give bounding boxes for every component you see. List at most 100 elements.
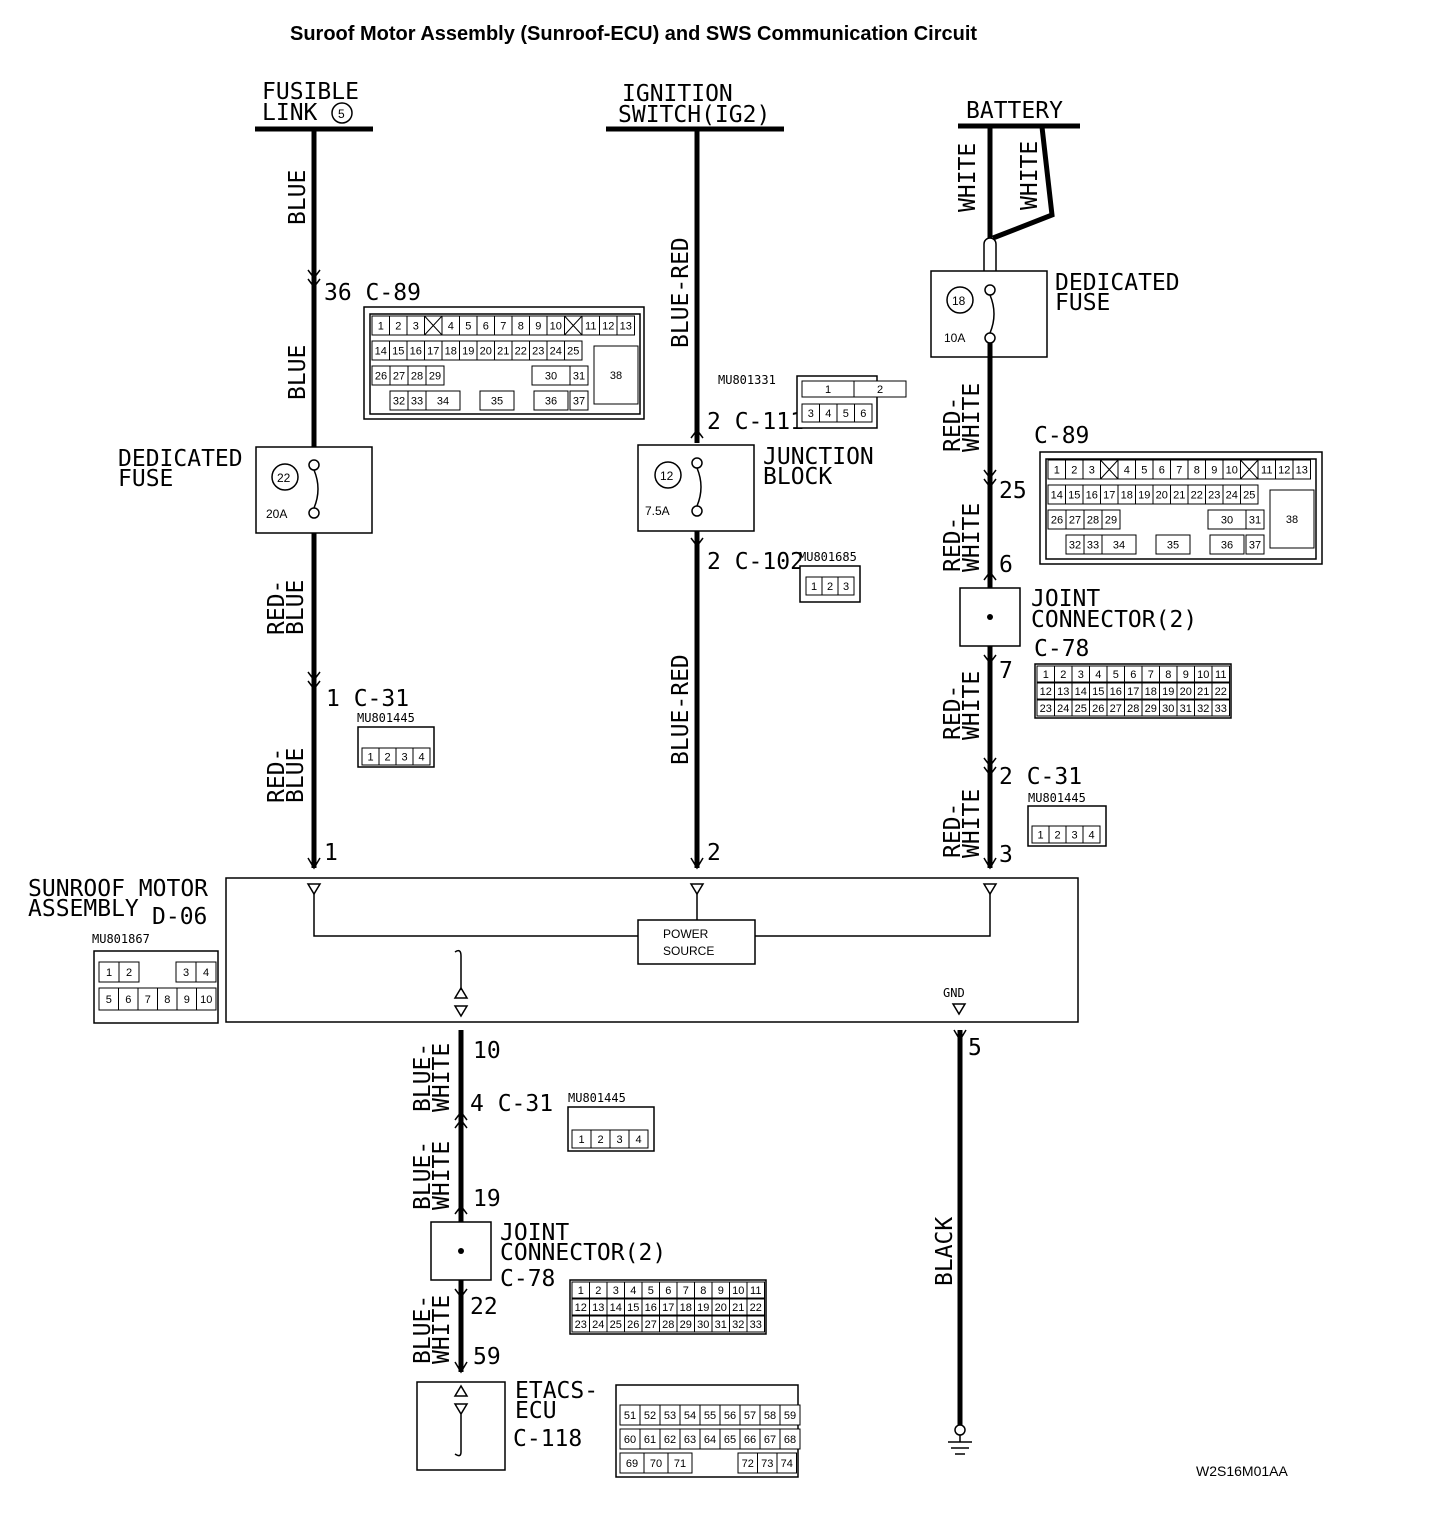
wire-label-white-4: WHITE: [959, 503, 985, 572]
c89b-pin-37-cell: [1245, 534, 1265, 555]
c89b-pin-11: 11: [1261, 465, 1272, 477]
c118-pin-69: 69: [626, 1458, 638, 1470]
connector-chevron-c78-b-in: [983, 570, 997, 581]
c78c-pin-25: 25: [610, 1319, 622, 1331]
c31a-pin-1: 1: [367, 752, 373, 764]
wire-label-white-5: WHITE: [959, 671, 985, 740]
gnd-label: GND: [943, 986, 965, 1000]
c111-pin-6-cell: [854, 403, 873, 423]
c89a-pin-16: 16: [410, 346, 422, 358]
c78c-pin-32: 32: [732, 1319, 744, 1331]
c89b-pin-18: 18: [1121, 490, 1133, 502]
c89b-pin-7: 7: [1176, 465, 1182, 477]
c118-pin-59-cell: [779, 1404, 801, 1426]
etacs-pin: 59: [473, 1344, 501, 1370]
c89a-pin-36-cell: [533, 390, 569, 411]
c78c-pin-29: 29: [680, 1319, 692, 1331]
c78c-pin-19: 19: [697, 1302, 709, 1314]
c89a-pin-25-cell: [564, 340, 583, 361]
etacs-bidirectional-icon: [453, 1384, 469, 1457]
c78c-pin-31: 31: [715, 1319, 727, 1331]
fuse-22-number: 22: [277, 471, 291, 485]
c78b-pin-12: 12: [1040, 686, 1052, 698]
fuse-22-label-2: FUSE: [118, 466, 173, 492]
fuse-12-amp: 7.5A: [645, 504, 670, 518]
connector-chevron-c31-a: [307, 671, 321, 691]
fuse-22-badge: [271, 463, 299, 491]
wire-label-white-7: WHITE: [429, 1043, 455, 1112]
sws-bidirectional-icon: [453, 986, 469, 1018]
c89a-pin-23: 23: [532, 346, 544, 358]
c118-pin-55: 55: [704, 1410, 716, 1422]
joint-connector-upper-label-2: CONNECTOR(2): [1031, 607, 1197, 633]
c89a-pin-36: 36: [545, 396, 557, 408]
d06-pin-8: 8: [164, 994, 170, 1006]
connector-chevron-c111: [690, 428, 704, 439]
c78c-pin-22-cell: [746, 1298, 765, 1316]
c31b-pin-3: 3: [1071, 830, 1077, 842]
c78c-pin-15: 15: [627, 1302, 639, 1314]
ignition-label-2: SWITCH(IG2): [618, 102, 770, 128]
c89a-pin-28: 28: [411, 371, 423, 383]
c78b-pin-19: 19: [1162, 686, 1174, 698]
c78b-pin-30: 30: [1162, 703, 1174, 715]
c78c-pin-4: 4: [630, 1285, 636, 1297]
c89a-pin-20: 20: [480, 346, 492, 358]
fusible-link-label-1: FUSIBLE: [262, 79, 359, 105]
connector-chevron-c31-b: [983, 757, 997, 777]
d06-pin-10-cell: [196, 987, 217, 1011]
d06-pin-3: 3: [183, 967, 189, 979]
c89b-pin-27: 27: [1069, 515, 1081, 527]
c78c-pin-8: 8: [700, 1285, 706, 1297]
c78c-pin-20: 20: [715, 1302, 727, 1314]
c78c-pin-23: 23: [575, 1319, 587, 1331]
c78c-pin-26: 26: [627, 1319, 639, 1331]
fuse-12-number: 12: [660, 469, 674, 483]
junction-block-label-1: JUNCTION: [763, 444, 874, 470]
wire-label-white-9: WHITE: [429, 1295, 455, 1364]
c89a-pin-6: 6: [483, 321, 489, 333]
c89a-pin-22: 22: [515, 346, 527, 358]
c31b-pin-2: 2: [1054, 830, 1060, 842]
c89b-pin-3: 3: [1089, 465, 1095, 477]
c118-pin-54: 54: [684, 1410, 696, 1422]
fuse-18-badge: [946, 286, 974, 314]
c118-pin-65: 65: [724, 1434, 736, 1446]
fuse-12-terminal-bottom: [691, 505, 703, 517]
c78c-pin-1: 1: [578, 1285, 584, 1297]
c102-pin-1: 1: [811, 581, 817, 593]
c89b-pin-34-cell: [1101, 534, 1137, 555]
c31b-pin-4: 4: [1088, 830, 1094, 842]
ground-terminal: [954, 1424, 966, 1436]
c89b-pin-32: 32: [1069, 540, 1081, 552]
wire-label-red-4: RED-: [940, 517, 966, 572]
wire-label-black: BLACK: [932, 1217, 958, 1286]
ground-icon: [948, 1435, 972, 1455]
c118-pin-59: 59: [784, 1410, 796, 1422]
c78b-pin-21: 21: [1197, 686, 1209, 698]
connector-chevron-c78-c-in: [454, 1204, 468, 1215]
c78b-pin-31: 31: [1180, 703, 1192, 715]
c89b-pin-5: 5: [1141, 465, 1147, 477]
c78c-pin-21: 21: [732, 1302, 744, 1314]
c89b-pin-2: 2: [1071, 465, 1077, 477]
c89a-pin-31-cell: [569, 365, 589, 386]
c89b-pin-35: 35: [1167, 540, 1179, 552]
c89a-pin-18: 18: [445, 346, 457, 358]
c31a-pin-4: 4: [418, 752, 424, 764]
fuse-18-terminal-bottom: [984, 332, 996, 344]
c118-pin-53: 53: [664, 1410, 676, 1422]
c78b-pin-3: 3: [1078, 669, 1084, 681]
c89b-pin-36: 36: [1221, 540, 1233, 552]
connector-c78-c-pin-in: 19: [473, 1186, 501, 1212]
c78b-pin-33: 33: [1215, 703, 1227, 715]
c118-pin-60: 60: [624, 1434, 636, 1446]
c89a-pin-29: 29: [429, 371, 441, 383]
c118-pin-61: 61: [644, 1434, 656, 1446]
wire-label-blue-dash-1: BLUE-: [410, 1043, 436, 1112]
joint-connector-lower-dot: [458, 1248, 464, 1254]
c78b-pin-33-cell: [1211, 699, 1230, 717]
motor-pin-1: 1: [324, 840, 338, 866]
c89b-pin-35-cell: [1155, 534, 1191, 555]
